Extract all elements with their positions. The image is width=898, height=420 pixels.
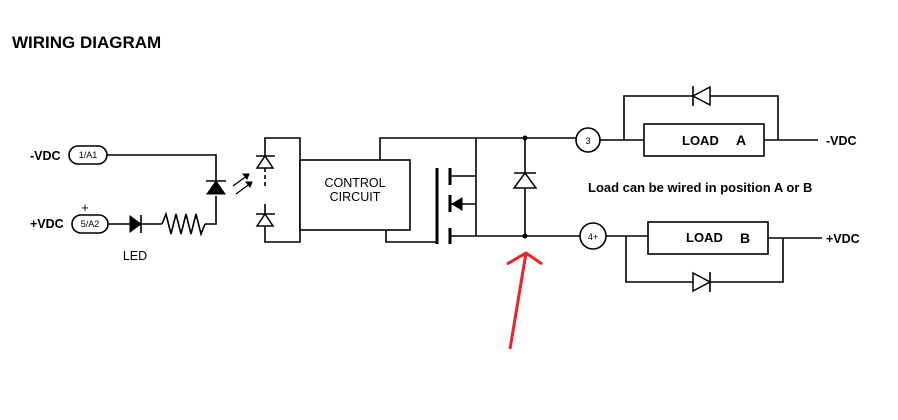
input-pos-sign: + bbox=[81, 201, 88, 215]
photo-diode-upper-icon bbox=[255, 144, 275, 169]
diagram-title: WIRING DIAGRAM bbox=[12, 33, 161, 52]
control-circuit-line2: CIRCUIT bbox=[330, 190, 381, 204]
junction-dot bbox=[522, 135, 528, 141]
wire-load-a-diode-left bbox=[623, 95, 693, 140]
input-pos-label: +VDC bbox=[30, 217, 64, 231]
control-circuit-box bbox=[299, 159, 411, 231]
mosfet-transistor-icon bbox=[448, 138, 477, 244]
optical-coupling-arrows-icon bbox=[232, 173, 253, 195]
led-diode-icon bbox=[129, 215, 142, 233]
terminal-4-plus-label: 4+ bbox=[588, 232, 598, 242]
output-pos-label: +VDC bbox=[826, 232, 860, 246]
wire-resistor-zener bbox=[205, 196, 217, 225]
terminal-5-a2-label: 5/A2 bbox=[81, 219, 100, 229]
wire-load-a-diode-right bbox=[710, 95, 779, 140]
resistor-icon bbox=[161, 211, 206, 237]
red-annotation-arrow bbox=[506, 251, 543, 350]
photo-diode-lower-icon bbox=[255, 204, 275, 235]
wire-neg-input bbox=[107, 154, 217, 170]
led-label: LED bbox=[123, 249, 147, 263]
input-positive-terminal: + +VDC 5/A2 bbox=[30, 201, 109, 234]
wire-photo-top bbox=[264, 137, 301, 144]
wire-load-b-diode-left bbox=[625, 236, 693, 283]
load-b-box bbox=[647, 221, 769, 255]
load-b-letter: B bbox=[740, 230, 750, 246]
wire-top-rail bbox=[379, 137, 585, 160]
terminal-3-label: 3 bbox=[585, 136, 590, 146]
wire-photo-bottom bbox=[264, 235, 301, 243]
flyback-diode-icon bbox=[512, 171, 538, 189]
load-a-word: LOAD bbox=[682, 133, 719, 148]
input-negative-terminal: -VDC 1/A1 bbox=[30, 145, 108, 165]
terminal-1-a1-label: 1/A1 bbox=[79, 150, 98, 160]
load-position-note: Load can be wired in position A or B bbox=[588, 180, 812, 195]
wire-load-b-diode-right bbox=[710, 238, 784, 283]
control-circuit-line1: CONTROL bbox=[324, 176, 385, 190]
output-neg-label: -VDC bbox=[826, 134, 857, 148]
wire-gate-drive bbox=[385, 230, 436, 243]
load-b-word: LOAD bbox=[686, 230, 723, 245]
emitter-diode-icon bbox=[206, 170, 226, 195]
load-a-diode-icon bbox=[691, 85, 711, 107]
input-neg-label: -VDC bbox=[30, 149, 61, 163]
load-a-letter: A bbox=[736, 132, 746, 148]
load-a-box bbox=[643, 123, 765, 157]
junction-dot bbox=[522, 233, 528, 239]
load-b-diode-icon bbox=[692, 271, 712, 293]
